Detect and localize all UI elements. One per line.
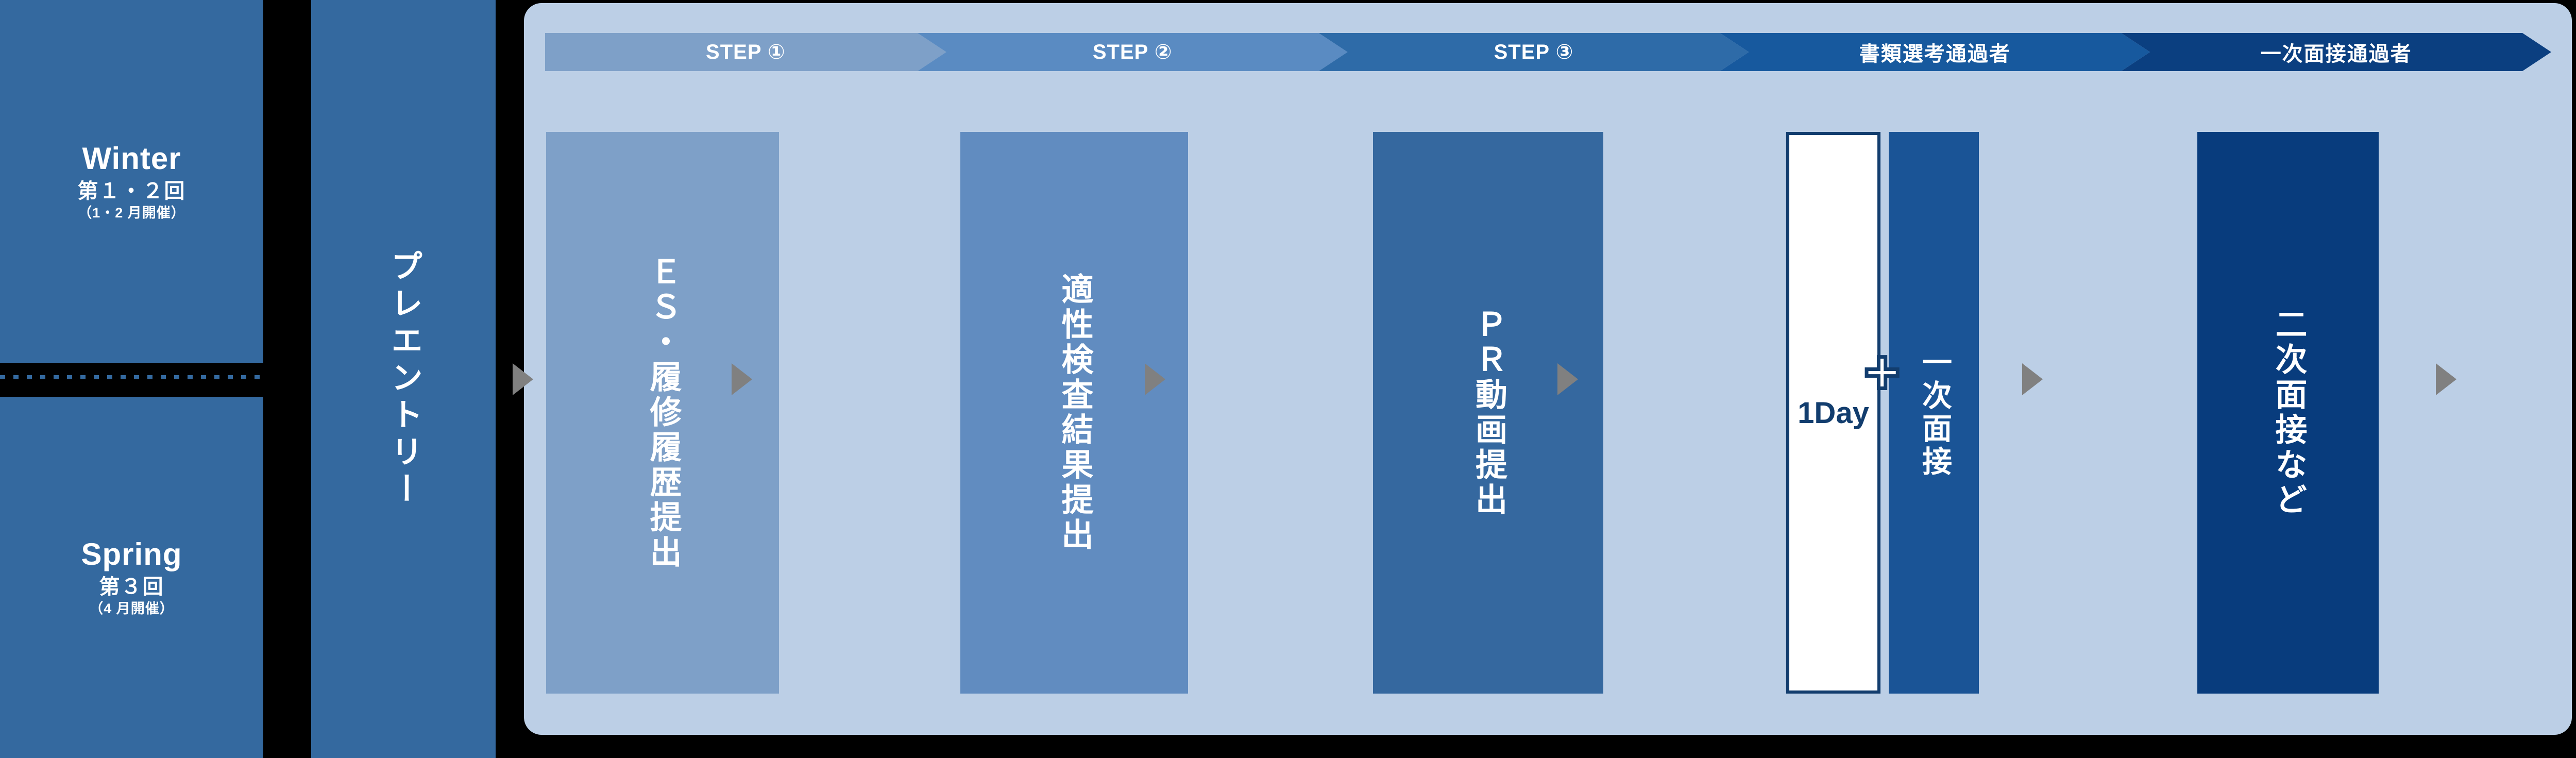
step-header-chevron-1[interactable]: STEP ① (545, 33, 946, 71)
season-block-spring: Spring 第３回 （4 月開催） (0, 397, 263, 758)
flow-box-5[interactable]: 一次面接 (1889, 132, 1979, 694)
step-header-label-2: STEP ② (1092, 41, 1173, 63)
season-month-winter: （1・2 月開催） (78, 205, 185, 221)
step-header-label-1: STEP ① (706, 41, 786, 63)
step-header-chevron-3[interactable]: STEP ③ (1319, 33, 1749, 71)
season-month-spring: （4 月開催） (89, 601, 174, 617)
flow-box-6[interactable]: 二次面接など (2197, 132, 2379, 694)
step-header-label-5: 一次面接通過者 (2260, 43, 2412, 65)
flow-box-3[interactable]: ＰＲ動画提出 (1373, 132, 1603, 694)
season-name-spring: Spring (81, 537, 182, 572)
step-header-chevron-5[interactable]: 一次面接通過者 (2121, 33, 2551, 71)
pre-entry-block: プレエントリー (311, 0, 496, 758)
arrow-interview2-to-plus4days-icon (2436, 363, 2456, 395)
arrow-pre-entry-to-step1-icon (513, 363, 533, 395)
season-name-winter: Winter (82, 141, 181, 176)
step-header-chevron-2[interactable]: STEP ② (918, 33, 1348, 71)
arrow-step1-to-step2-icon (732, 363, 752, 395)
flow-box-label-4: 1Day (1798, 396, 1869, 430)
step-header-label-3: STEP ③ (1494, 41, 1574, 63)
flow-box-label-3: ＰＲ動画提出 (1470, 308, 1506, 518)
flow-box-label-5: 一次面接 (1917, 347, 1951, 479)
flow-box-label-1: ＥＳ・履修履歴提出 (645, 255, 681, 570)
step-header-band: STEP ① STEP ② STEP ③ 書類選考通過者 一次面接通過者 (545, 33, 2551, 71)
season-column: Winter 第１・２回 （1・2 月開催） Spring 第３回 （4 月開催… (0, 0, 263, 758)
step-header-label-4: 書類選考通過者 (1859, 43, 2011, 65)
season-divider (0, 375, 263, 379)
season-block-winter: Winter 第１・２回 （1・2 月開催） (0, 0, 263, 363)
season-round-winter: 第１・２回 (77, 179, 186, 203)
flow-box-label-2: 適性検査結果提出 (1056, 273, 1092, 553)
plus-connector: + (1862, 338, 1902, 407)
flow-box-1[interactable]: ＥＳ・履修履歴提出 (546, 132, 779, 694)
arrow-interview1-to-interview2-icon (2022, 363, 2043, 395)
flow-box-label-6: 二次面接など (2270, 308, 2306, 518)
flow-box-2[interactable]: 適性検査結果提出 (960, 132, 1188, 694)
pre-entry-label: プレエントリー (386, 249, 421, 509)
arrow-step2-to-step3-icon (1145, 363, 1165, 395)
season-round-spring: 第３回 (99, 576, 164, 599)
arrow-step3-to-1day-icon (1557, 363, 1578, 395)
step-header-chevron-4[interactable]: 書類選考通過者 (1720, 33, 2150, 71)
flow-box-4[interactable]: 1Day (1786, 132, 1880, 694)
